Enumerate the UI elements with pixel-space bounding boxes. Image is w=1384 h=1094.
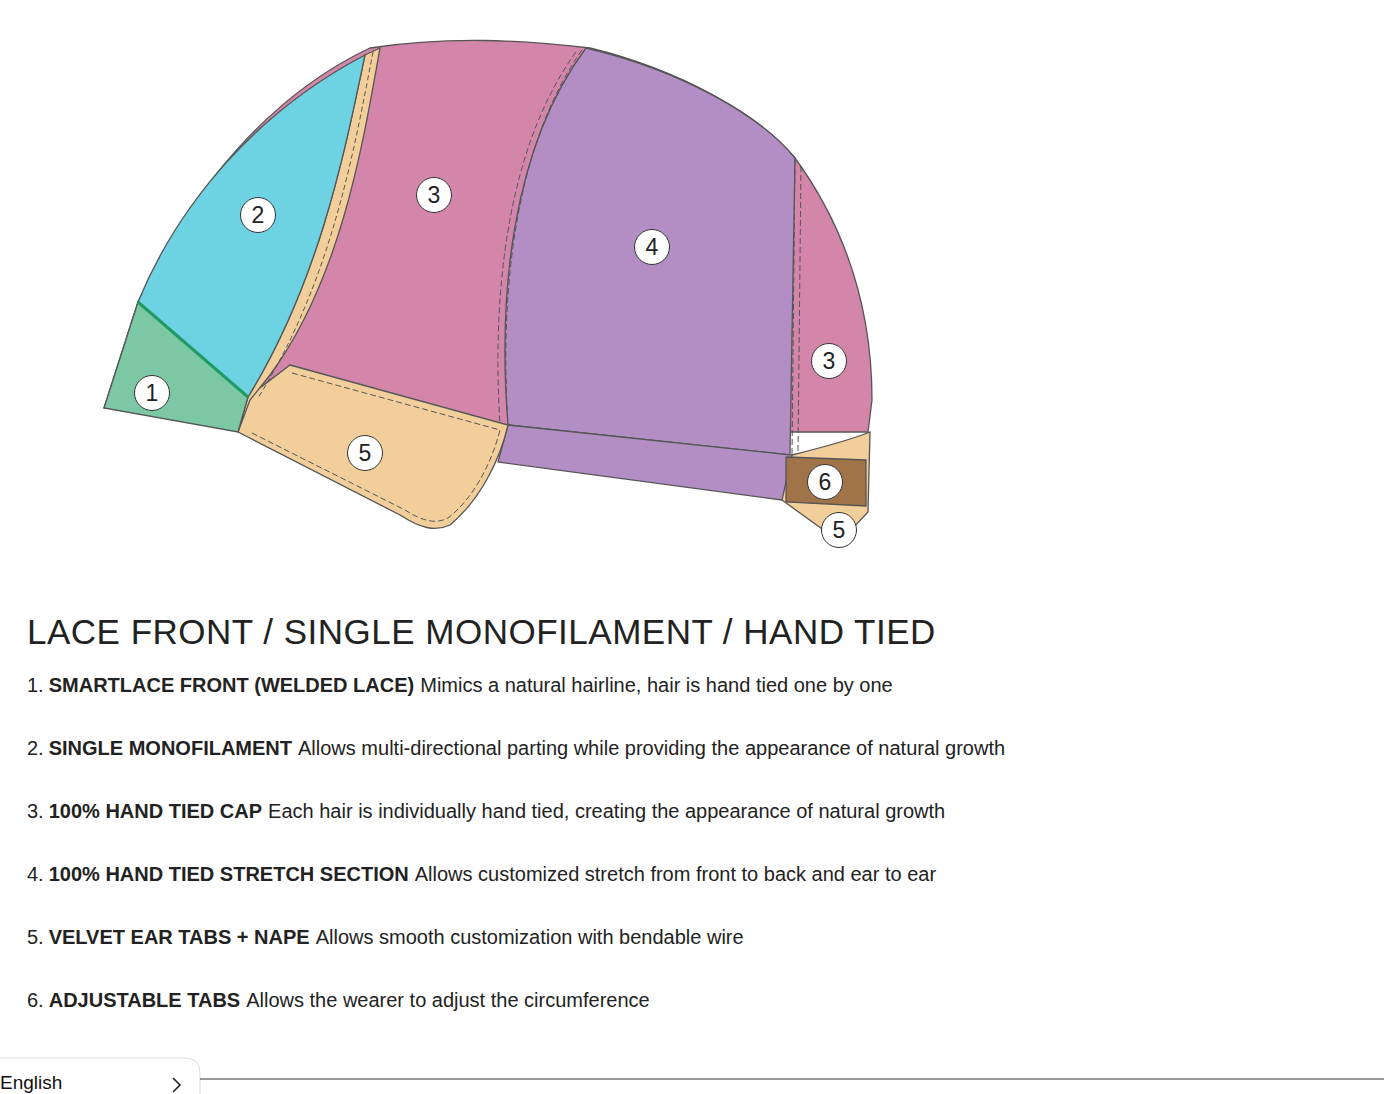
feature-description: Mimics a natural hairline, hair is hand … (420, 674, 892, 696)
item-number: 5. (27, 926, 44, 948)
callout-text: 3 (823, 350, 836, 373)
feature-name: 100% HAND TIED CAP (49, 800, 262, 822)
stitch-line (506, 50, 582, 425)
stitch-line (792, 160, 795, 455)
callout-text: 5 (359, 442, 372, 465)
feature-name: 100% HAND TIED STRETCH SECTION (49, 863, 409, 885)
callout-number: 5 (821, 512, 857, 548)
callout-number: 6 (807, 464, 843, 500)
adjustable-tab (786, 457, 866, 506)
stitch-line (250, 373, 500, 521)
diagram-title: LACE FRONT / SINGLE MONOFILAMENT / HAND … (27, 612, 936, 652)
callout-number: 5 (347, 435, 383, 471)
stitch-line (498, 52, 576, 425)
item-number: 2. (27, 737, 44, 759)
callout-number: 4 (634, 229, 670, 265)
callout-text: 2 (252, 204, 265, 227)
stitch-line (798, 166, 801, 452)
item-number: 1. (27, 674, 44, 696)
feature-name: VELVET EAR TABS + NAPE (49, 926, 310, 948)
feature-description: Allows smooth customization with bendabl… (316, 926, 744, 948)
description-row: 4.100% HAND TIED STRETCH SECTION Allows c… (27, 863, 936, 886)
velvet-ear-tab (238, 365, 508, 528)
language-label: English (0, 1072, 62, 1094)
description-row: 6.ADJUSTABLE TABS Allows the wearer to ad… (27, 989, 650, 1012)
feature-name: SINGLE MONOFILAMENT (49, 737, 292, 759)
feature-description: Allows customized stretch from front to … (415, 863, 936, 885)
feature-description: Each hair is individually hand tied, cre… (268, 800, 945, 822)
callout-text: 1 (146, 382, 159, 405)
callout-text: 3 (428, 184, 441, 207)
item-number: 3. (27, 800, 44, 822)
description-row: 3.100% HAND TIED CAP Each hair is individ… (27, 800, 945, 823)
feature-description: Allows multi-directional parting while p… (298, 737, 1005, 759)
feature-name: SMARTLACE FRONT (WELDED LACE) (49, 674, 415, 696)
stretch-section (505, 48, 795, 455)
divider (200, 1079, 1384, 1080)
language-box (0, 1058, 200, 1094)
feature-name: ADJUSTABLE TABS (49, 989, 240, 1011)
callout-number: 3 (416, 177, 452, 213)
callout-text: 5 (833, 519, 846, 542)
callout-number: 2 (240, 197, 276, 233)
chevron-icon (173, 1078, 180, 1092)
description-row: 2.SINGLE MONOFILAMENT Allows multi-direct… (27, 737, 1005, 760)
description-row: 5.VELVET EAR TABS + NAPE Allows smooth cu… (27, 926, 744, 949)
callout-text: 4 (646, 236, 659, 259)
description-row: 1.SMARTLACE FRONT (WELDED LACE)Mimics a … (27, 674, 893, 697)
feature-description: Allows the wearer to adjust the circumfe… (246, 989, 650, 1011)
item-number: 4. (27, 863, 44, 885)
stretch-band (498, 425, 792, 500)
callout-number: 1 (134, 375, 170, 411)
callout-text: 6 (819, 471, 832, 494)
callout-number: 3 (811, 343, 847, 379)
item-number: 6. (27, 989, 44, 1011)
smartlace-front (104, 302, 248, 432)
